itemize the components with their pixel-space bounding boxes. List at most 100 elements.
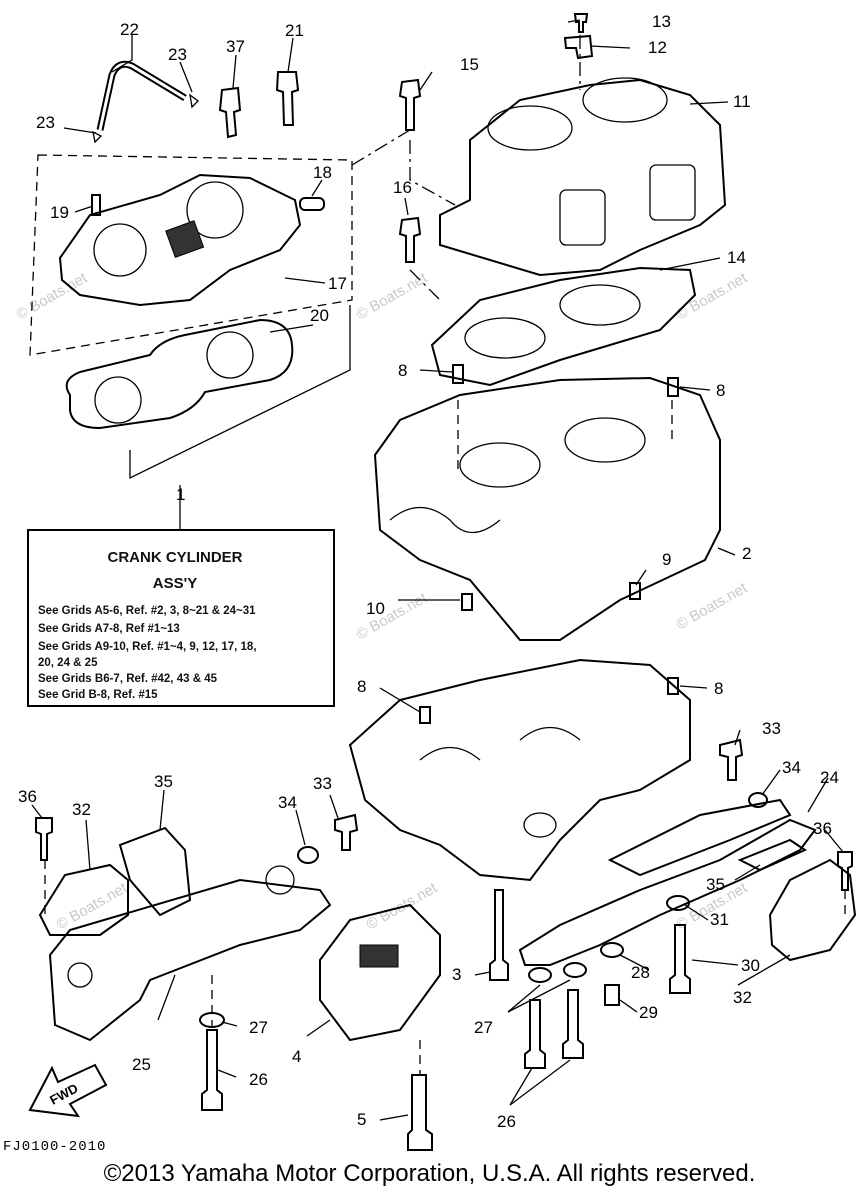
- engine-damper: [768, 858, 857, 962]
- callout-12: 12: [648, 38, 667, 57]
- exhaust-port: [649, 164, 696, 221]
- callout-27: 27: [249, 1018, 268, 1037]
- mount-plate: [737, 838, 808, 872]
- washer: [528, 967, 552, 983]
- callout-30: 30: [741, 956, 760, 975]
- boss: [523, 812, 557, 838]
- bolt: [398, 216, 422, 263]
- assembly-box-line: 20, 24 & 25: [38, 657, 98, 669]
- guide-line: [351, 129, 411, 166]
- dowel-pin: [299, 197, 325, 211]
- engine-mounts: [35, 738, 857, 1151]
- assembly-box-subtitle: ASS'Y: [153, 575, 197, 592]
- cylinder-bore: [487, 105, 573, 151]
- dowel-pin: [91, 194, 101, 216]
- engine-damper: [38, 863, 129, 936]
- callout-8: 8: [714, 679, 723, 698]
- callout-23: 23: [36, 113, 55, 132]
- callout-9: 9: [662, 550, 671, 569]
- callout-18: 18: [313, 163, 332, 182]
- callout-34: 34: [782, 758, 801, 777]
- bracket: [563, 34, 594, 60]
- assembly-box-line: See Grids A9-10, Ref. #1~4, 9, 12, 17, 1…: [38, 641, 257, 653]
- fitting: [218, 86, 242, 139]
- assembly-box-line: See Grids B6-7, Ref. #42, 43 & 45: [38, 673, 218, 685]
- watermark: © Boats.net: [354, 269, 431, 323]
- callout-33: 33: [762, 719, 781, 738]
- dowel-pin: [629, 582, 641, 600]
- mount-plate: [118, 826, 192, 917]
- callout-36: 36: [18, 787, 37, 806]
- crankcase-upper: [373, 364, 721, 641]
- watermark: © Boats.net: [674, 269, 751, 323]
- callout-1: 1: [176, 485, 185, 504]
- callout-17: 17: [328, 274, 347, 293]
- callout-3: 3: [452, 965, 461, 984]
- washer: [666, 895, 690, 911]
- callout-35: 35: [706, 875, 725, 894]
- gasket-bore: [94, 376, 142, 424]
- callout-37: 37: [226, 37, 245, 56]
- callout-35: 35: [154, 772, 173, 791]
- screw: [573, 13, 589, 33]
- callout-32: 32: [733, 988, 752, 1007]
- head-gasket: [65, 318, 294, 430]
- journal-saddle: [419, 747, 481, 761]
- dowel-pin: [667, 677, 679, 695]
- callout-20: 20: [310, 306, 329, 325]
- crank-bore: [564, 417, 646, 463]
- callout-33: 33: [313, 774, 332, 793]
- fwd-arrow-shape: [28, 1063, 108, 1118]
- callout-19: 19: [50, 203, 69, 222]
- head-chamber: [93, 223, 147, 277]
- callout-4: 4: [292, 1047, 301, 1066]
- callout-16: 16: [393, 178, 412, 197]
- cylinder-head: [58, 173, 302, 307]
- crankcase-lower: [348, 658, 691, 882]
- callout-2: 2: [742, 544, 751, 563]
- mount-bracket: [48, 878, 332, 1042]
- callout-32: 32: [72, 800, 91, 819]
- callout-14: 14: [727, 248, 746, 267]
- bolt: [201, 1029, 223, 1111]
- dowel-pin: [452, 364, 464, 384]
- head-group-outline: [29, 154, 353, 356]
- washer: [600, 942, 624, 958]
- mount-hole: [265, 865, 295, 895]
- mount-block-insert: [359, 944, 399, 968]
- callout-27: 27: [474, 1018, 493, 1037]
- callout-11: 11: [733, 92, 751, 111]
- bolt: [669, 924, 691, 994]
- callout-36: 36: [813, 819, 832, 838]
- callout-8: 8: [716, 381, 725, 400]
- group-bracket: [129, 305, 351, 480]
- assembly-box-title: CRANK CYLINDER: [108, 549, 243, 566]
- cylinder-head-group: [29, 60, 353, 430]
- callout-numbers: 22 23 23 37 21 19 18 17 20 1 13 12 11 15…: [18, 12, 839, 1131]
- stud-bolt: [407, 1074, 433, 1151]
- watermark: © Boats.net: [674, 579, 751, 633]
- bolt: [837, 851, 853, 891]
- fwd-arrow: FWD: [28, 1063, 108, 1118]
- dowel-pin: [461, 593, 473, 611]
- upper-crankcase: [373, 376, 721, 641]
- assembly-box-line: See Grids A5-6, Ref. #2, 3, 8~21 & 24~31: [38, 605, 256, 617]
- head-outlet: [165, 220, 205, 258]
- gasket-bore: [206, 331, 254, 379]
- bolt: [489, 889, 509, 981]
- cylinder-block: [439, 78, 727, 277]
- callout-29: 29: [639, 1003, 658, 1022]
- head-chamber: [186, 181, 244, 239]
- guide-line: [409, 140, 456, 206]
- leader-lines: [31, 19, 844, 1121]
- bolt: [334, 813, 359, 851]
- callout-34: 34: [278, 793, 297, 812]
- base-gasket-bore: [464, 317, 546, 359]
- callout-24: 24: [820, 768, 839, 787]
- journal-saddle: [389, 507, 501, 533]
- mount-rail: [518, 818, 817, 966]
- washer: [563, 962, 587, 978]
- callout-31: 31: [710, 910, 729, 929]
- washer: [748, 792, 768, 808]
